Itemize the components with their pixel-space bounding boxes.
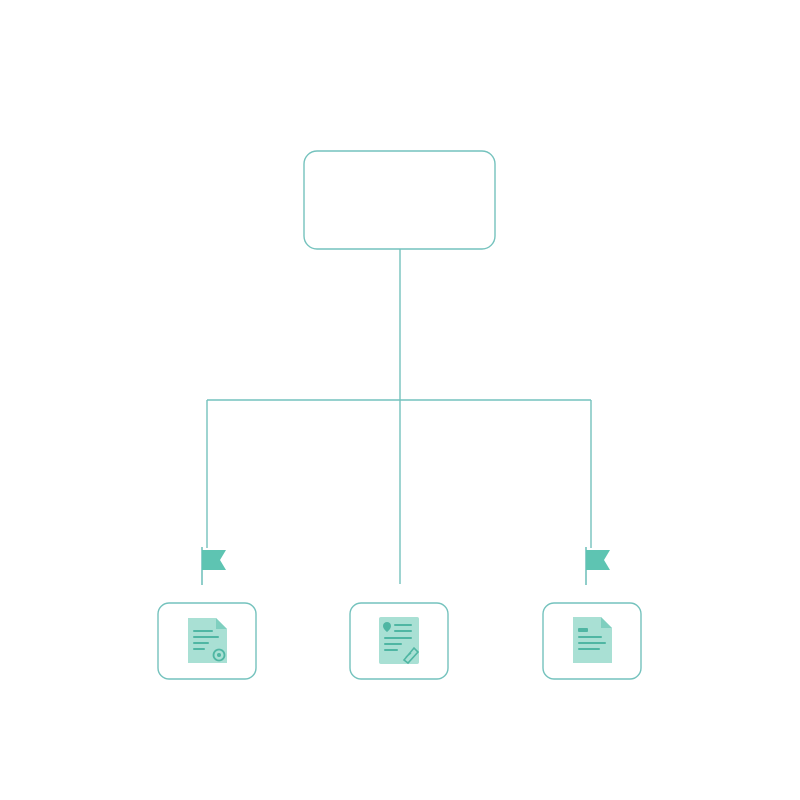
- text-document-icon: [573, 617, 612, 663]
- document-node-right[interactable]: [542, 602, 642, 680]
- flag-icon-left: [201, 547, 226, 585]
- document-node-center[interactable]: [349, 602, 449, 680]
- connectors: [206, 249, 592, 584]
- document-node-left[interactable]: [157, 602, 257, 680]
- root-box: [303, 150, 496, 250]
- certificate-document-icon: [188, 618, 227, 663]
- flag-icon-right: [585, 547, 610, 585]
- signed-document-icon: [379, 617, 420, 665]
